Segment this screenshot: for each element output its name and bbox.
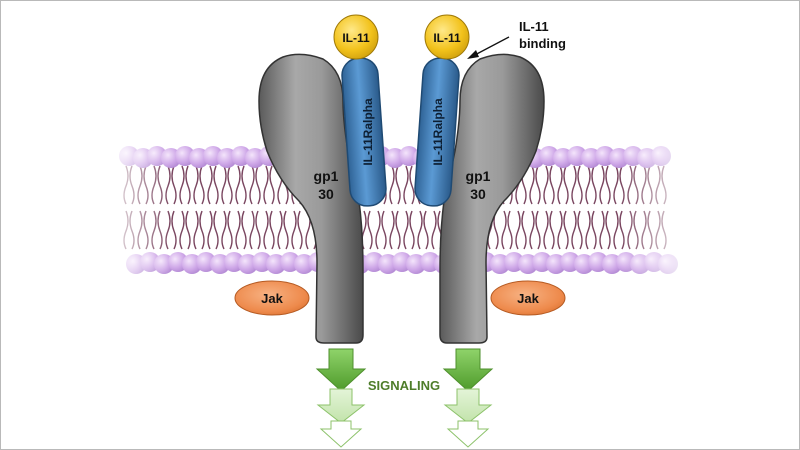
binding-label-line2: binding (519, 36, 566, 51)
lipid-tail-lower (529, 210, 541, 250)
lipid-tail-lower (235, 210, 247, 250)
gp130-receptor-left (258, 53, 364, 344)
signal-arrow-right (442, 348, 494, 448)
lipid-tail-lower (557, 210, 569, 250)
il11-ralpha-label-left: IL-11Ralpha (361, 98, 375, 166)
lipid-tail-lower (571, 210, 583, 250)
lipid-tail-lower (375, 210, 387, 250)
binding-pointer (467, 36, 510, 59)
membrane-fade-left (101, 136, 171, 286)
membrane-fade-right (621, 136, 696, 286)
lipid-tail-upper (235, 165, 247, 205)
lipid-tail-upper (207, 165, 219, 205)
lipid-tail-upper (529, 165, 541, 205)
lipid-tail-upper (221, 165, 233, 205)
gp130-label-right-line2: 30 (470, 186, 486, 202)
lipid-tail-lower (221, 210, 233, 250)
lipid-tail-lower (543, 210, 555, 250)
lipid-tail-lower (193, 210, 205, 250)
gp130-label-left-line1: gp1 (314, 168, 339, 184)
lipid-tail-upper (571, 165, 583, 205)
gp130-label-left-line2: 30 (318, 186, 334, 202)
jak-left (234, 280, 310, 316)
gp130-label-right-line1: gp1 (466, 168, 491, 184)
jak-right (490, 280, 566, 316)
il11-ligand-left (333, 14, 379, 60)
lipid-tail-upper (403, 165, 415, 205)
lipid-tail-lower (249, 210, 261, 250)
lipid-tail-lower (263, 210, 275, 250)
signal-arrow-left (315, 348, 367, 448)
signaling-label: SIGNALING (368, 378, 440, 393)
lipid-tail-lower (585, 210, 597, 250)
lipid-tail-lower (291, 210, 303, 250)
lipid-tail-lower (417, 210, 429, 250)
lipid-tail-upper (543, 165, 555, 205)
il11-label-right: IL-11 (433, 31, 461, 45)
lipid-tail-upper (249, 165, 261, 205)
lipid-tail-lower (361, 210, 373, 250)
lipid-heads-inner (126, 252, 678, 274)
lipid-tail-upper (179, 165, 191, 205)
binding-label-line1: IL-11 (519, 19, 549, 34)
il11-ligand-right (424, 14, 470, 60)
lipid-tail-lower (515, 210, 527, 250)
lipid-tail-upper (585, 165, 597, 205)
lipid-tails (123, 165, 667, 250)
lipid-tail-lower (501, 210, 513, 250)
il11-label-left: IL-11 (342, 31, 370, 45)
lipid-heads-outer (119, 146, 671, 168)
lipid-tail-upper (599, 165, 611, 205)
il11-ralpha-label-right: IL-11Ralpha (431, 98, 445, 166)
jak-label-left: Jak (261, 291, 283, 306)
lipid-tail-lower (207, 210, 219, 250)
lipid-tail-upper (557, 165, 569, 205)
lipid-tail-upper (193, 165, 205, 205)
lipid-tail-lower (389, 210, 401, 250)
lipid-tail-lower (403, 210, 415, 250)
lipid-tail-upper (389, 165, 401, 205)
lipid-tail-lower (179, 210, 191, 250)
lipid-tail-lower (599, 210, 611, 250)
jak-label-right: Jak (517, 291, 539, 306)
lipid-tail-upper (263, 165, 275, 205)
cell-membrane (101, 136, 696, 286)
lipid-tail-lower (277, 210, 289, 250)
gp130-receptor-right (439, 53, 545, 344)
